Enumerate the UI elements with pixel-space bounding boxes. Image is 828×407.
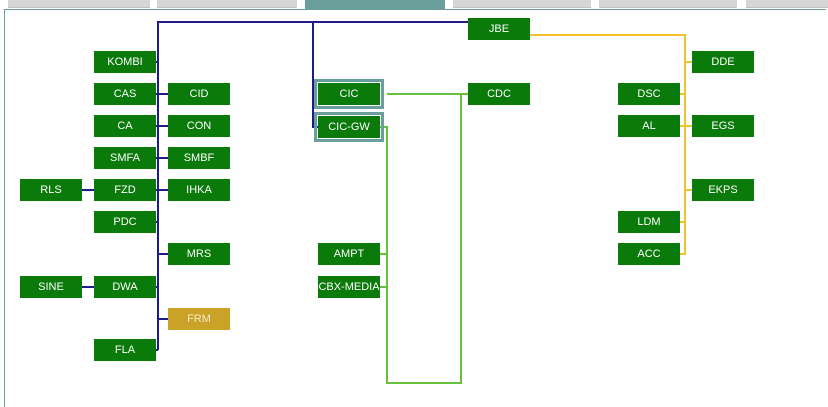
node-ldm[interactable]: LDM	[618, 211, 680, 233]
node-cas[interactable]: CAS	[94, 83, 156, 105]
node-pdc[interactable]: PDC	[94, 211, 156, 233]
green-bus-loop	[380, 94, 462, 384]
node-mrs[interactable]: MRS	[168, 243, 230, 265]
yellow-bus-trunk	[529, 34, 686, 255]
node-kombi[interactable]: KOMBI	[94, 51, 156, 73]
tab-5[interactable]	[599, 0, 737, 8]
node-cid[interactable]: CID	[168, 83, 230, 105]
tab-bar	[0, 0, 828, 9]
node-frm-warning[interactable]: FRM	[168, 308, 230, 330]
node-con[interactable]: CON	[168, 115, 230, 137]
yellow-bus	[529, 34, 693, 255]
tab-2[interactable]	[157, 0, 297, 8]
tab-6[interactable]	[746, 0, 828, 8]
node-smbf[interactable]: SMBF	[168, 147, 230, 169]
tab-1[interactable]	[8, 0, 150, 8]
node-cdc[interactable]: CDC	[468, 83, 530, 105]
node-cic-gw[interactable]: CIC-GW	[314, 112, 384, 142]
node-rls[interactable]: RLS	[20, 179, 82, 201]
node-fla[interactable]: FLA	[94, 339, 156, 361]
topology-frame	[4, 9, 826, 407]
node-jbe[interactable]: JBE	[468, 18, 530, 40]
green-bus	[380, 93, 470, 384]
node-cbx-media[interactable]: CBX-MEDIA	[318, 276, 380, 298]
tab-3-active[interactable]	[305, 0, 445, 9]
node-fzd[interactable]: FZD	[94, 179, 156, 201]
node-cic[interactable]: CIC	[314, 79, 384, 109]
node-acc[interactable]: ACC	[618, 243, 680, 265]
blue-bus-trunk	[157, 21, 470, 350]
node-dsc[interactable]: DSC	[618, 83, 680, 105]
tab-4[interactable]	[453, 0, 591, 8]
node-dde[interactable]: DDE	[692, 51, 754, 73]
node-ihka[interactable]: IHKA	[168, 179, 230, 201]
blue-bus-cic-gw-link	[312, 22, 318, 128]
node-egs[interactable]: EGS	[692, 115, 754, 137]
node-sine[interactable]: SINE	[20, 276, 82, 298]
node-ampt[interactable]: AMPT	[318, 243, 380, 265]
node-ekps[interactable]: EKPS	[692, 179, 754, 201]
node-al[interactable]: AL	[618, 115, 680, 137]
node-smfa[interactable]: SMFA	[94, 147, 156, 169]
node-dwa[interactable]: DWA	[94, 276, 156, 298]
node-ca[interactable]: CA	[94, 115, 156, 137]
